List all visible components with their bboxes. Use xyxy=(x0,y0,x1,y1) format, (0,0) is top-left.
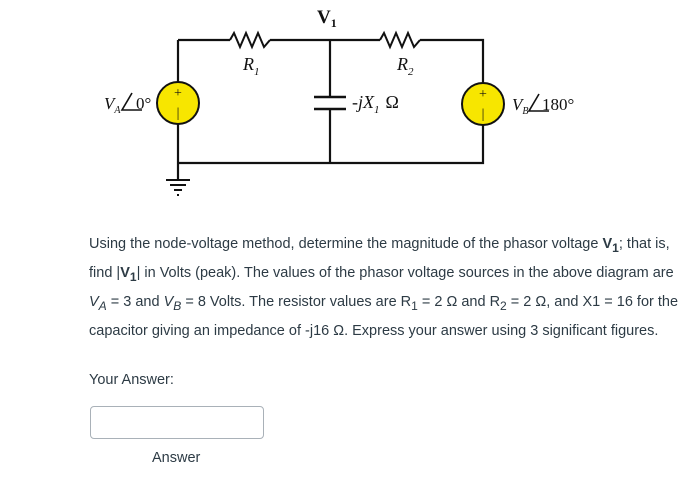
voltage-source-b: + | xyxy=(461,82,505,126)
angle-b-icon xyxy=(527,93,549,112)
svg-text:180°: 180° xyxy=(542,95,574,114)
resistor-r1 xyxy=(229,30,271,50)
angle-a-icon xyxy=(120,92,142,111)
source-b-label: VB 180° xyxy=(512,93,574,117)
source-a-plus: + xyxy=(174,86,182,101)
ground-symbol xyxy=(166,179,190,196)
source-b-plus: + xyxy=(479,87,487,102)
circuit-wires xyxy=(176,38,485,180)
voltage-source-a: + | xyxy=(156,81,200,125)
node-v1-label: V1 xyxy=(317,7,337,30)
r2-label: R2 xyxy=(396,54,414,78)
answer-caption: Answer xyxy=(152,450,201,466)
question-paragraph: Using the node-voltage method, determine… xyxy=(89,236,679,339)
source-a-label: VA 0° xyxy=(104,92,151,116)
svg-text:0°: 0° xyxy=(136,94,151,113)
source-a-minus: | xyxy=(177,106,180,121)
source-b-minus: | xyxy=(482,107,485,122)
your-answer-label: Your Answer: xyxy=(89,372,174,388)
capacitor xyxy=(314,95,346,111)
answer-input[interactable] xyxy=(90,406,264,439)
svg-text:VB: VB xyxy=(512,95,529,117)
question-text: Using the node-voltage method, determine… xyxy=(89,232,689,344)
r1-label: R1 xyxy=(242,54,260,78)
svg-text:VA: VA xyxy=(104,94,121,116)
resistor-r2 xyxy=(379,30,421,50)
